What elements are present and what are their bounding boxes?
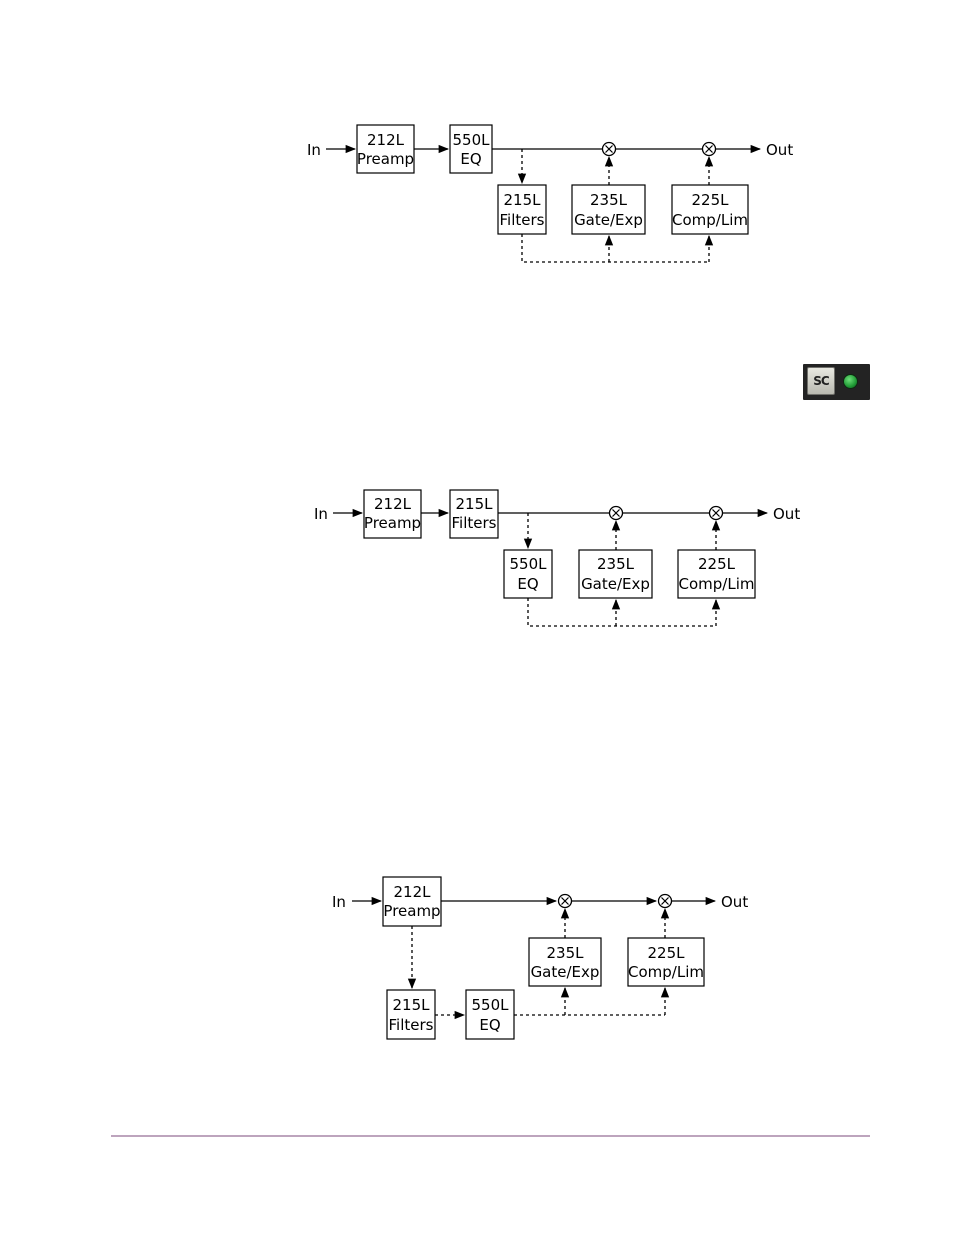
input-label: In	[307, 141, 321, 159]
svg-text:Comp/Lim: Comp/Lim	[672, 211, 748, 229]
svg-text:Filters: Filters	[452, 514, 497, 532]
mixer-node	[710, 507, 723, 520]
svg-text:225L: 225L	[692, 191, 730, 209]
block-eq: 550L EQ	[466, 990, 514, 1039]
svg-text:Gate/Exp: Gate/Exp	[574, 211, 643, 229]
svg-text:Comp/Lim: Comp/Lim	[628, 963, 704, 981]
svg-text:Preamp: Preamp	[364, 514, 421, 532]
block-comp-lim: 225L Comp/Lim	[628, 938, 704, 986]
svg-text:EQ: EQ	[460, 150, 481, 168]
sc-led-indicator	[844, 375, 857, 388]
svg-text:212L: 212L	[374, 495, 412, 513]
input-label: In	[332, 893, 346, 911]
svg-text:215L: 215L	[504, 191, 542, 209]
svg-text:EQ: EQ	[479, 1016, 500, 1034]
svg-text:Preamp: Preamp	[383, 902, 440, 920]
signal-flow-diagram-3: In 212L Preamp Out 235L Gate/Exp 225	[332, 877, 748, 1039]
svg-text:EQ: EQ	[517, 575, 538, 593]
output-label: Out	[773, 505, 800, 523]
svg-text:Filters: Filters	[500, 211, 545, 229]
block-gate-exp: 235L Gate/Exp	[572, 185, 645, 234]
output-label: Out	[766, 141, 793, 159]
input-label: In	[314, 505, 328, 523]
svg-text:212L: 212L	[367, 131, 405, 149]
sidechain-button[interactable]: SC	[803, 364, 870, 400]
block-preamp: 212L Preamp	[357, 125, 414, 173]
block-eq: 550L EQ	[450, 125, 492, 173]
svg-text:235L: 235L	[547, 944, 585, 962]
mixer-node	[610, 507, 623, 520]
svg-text:235L: 235L	[590, 191, 628, 209]
svg-text:Preamp: Preamp	[357, 150, 414, 168]
svg-text:Comp/Lim: Comp/Lim	[679, 575, 755, 593]
signal-flow-diagram-2: In 212L Preamp 215L Filters Out	[314, 490, 800, 626]
mixer-node	[659, 895, 672, 908]
block-filters: 215L Filters	[450, 490, 498, 538]
svg-text:215L: 215L	[456, 495, 494, 513]
block-comp-lim: 225L Comp/Lim	[672, 185, 748, 234]
svg-text:550L: 550L	[472, 996, 510, 1014]
svg-text:215L: 215L	[393, 996, 431, 1014]
mixer-node	[703, 143, 716, 156]
block-preamp: 212L Preamp	[364, 490, 421, 538]
block-preamp: 212L Preamp	[383, 877, 441, 926]
signal-flow-diagram-1: In 212L Preamp 550L EQ Out	[307, 125, 793, 262]
svg-text:225L: 225L	[698, 555, 736, 573]
svg-text:Gate/Exp: Gate/Exp	[531, 963, 600, 981]
sc-key-label: SC	[807, 367, 835, 395]
block-gate-exp: 235L Gate/Exp	[579, 550, 652, 598]
svg-text:550L: 550L	[453, 131, 491, 149]
svg-text:Filters: Filters	[389, 1016, 434, 1034]
svg-text:235L: 235L	[597, 555, 635, 573]
block-gate-exp: 235L Gate/Exp	[529, 938, 601, 986]
svg-text:212L: 212L	[394, 883, 432, 901]
svg-text:550L: 550L	[510, 555, 548, 573]
svg-text:225L: 225L	[648, 944, 686, 962]
block-eq: 550L EQ	[504, 550, 552, 598]
mixer-node	[559, 895, 572, 908]
output-label: Out	[721, 893, 748, 911]
block-filters: 215L Filters	[498, 185, 546, 234]
mixer-node	[603, 143, 616, 156]
svg-text:Gate/Exp: Gate/Exp	[581, 575, 650, 593]
block-filters: 215L Filters	[387, 990, 435, 1039]
block-comp-lim: 225L Comp/Lim	[678, 550, 755, 598]
